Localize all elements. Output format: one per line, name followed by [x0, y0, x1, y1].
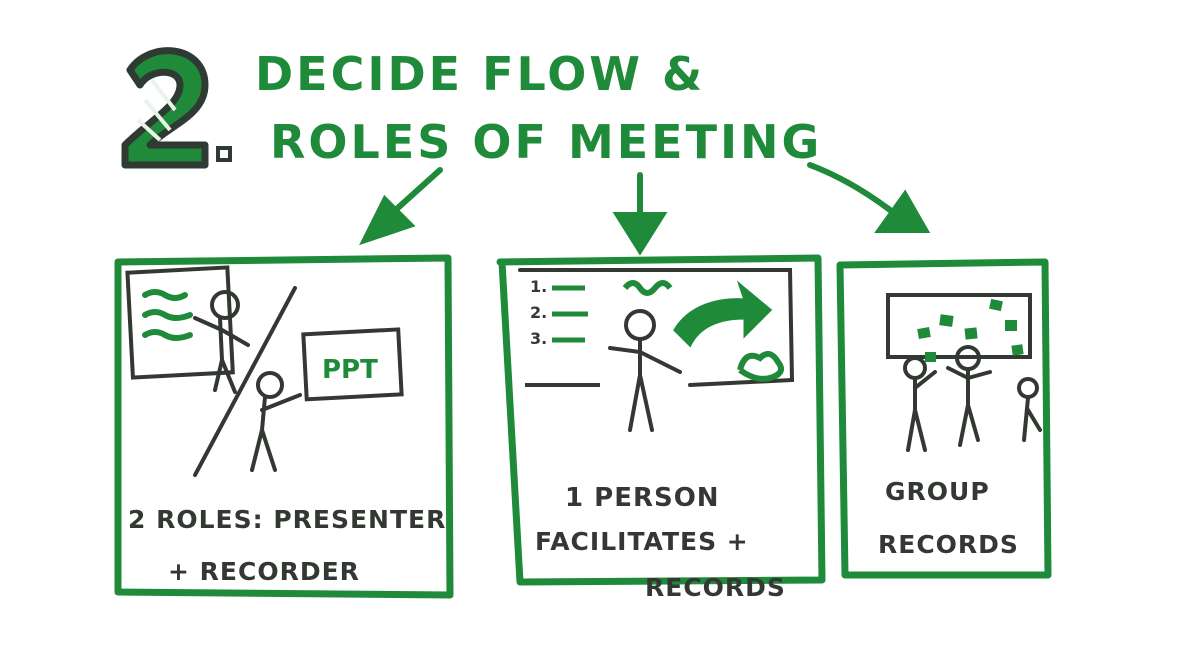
panel-middle-caption-3: RECORDS [645, 573, 786, 602]
presenter-body [193, 316, 250, 394]
green-cloud [737, 350, 785, 382]
panel-right-illustration [886, 293, 1042, 452]
big-green-arrow [673, 280, 773, 348]
middle-scribble [622, 280, 673, 296]
panel-right-frame [836, 258, 1052, 579]
ppt-label: PPT [322, 355, 378, 385]
recorder-head [256, 371, 284, 399]
step-number-dot [216, 146, 232, 162]
board-frame [518, 268, 795, 387]
board-scribbles [142, 289, 193, 341]
panel-middle-caption-2: FACILITATES + [535, 527, 749, 556]
panel-middle-frame [496, 254, 826, 586]
presenter-head [210, 290, 240, 320]
list-marker-2: 2. [530, 303, 547, 322]
divider-line [193, 286, 297, 477]
panel-left-caption-2: + RECORDER [168, 557, 360, 586]
arrow-right [807, 162, 931, 233]
whiteboard-left [125, 265, 235, 380]
facilitator-head [624, 309, 656, 341]
panel-left-illustration [125, 265, 404, 477]
panel-left-frame [114, 254, 454, 599]
list-marker-1: 1. [530, 277, 547, 296]
step-number [121, 47, 232, 169]
facilitator-body [608, 338, 682, 432]
panel-right-caption-2: RECORDS [878, 530, 1019, 559]
panel-middle-caption-1: 1 PERSON [565, 483, 720, 513]
list-marker-3: 3. [530, 329, 547, 348]
title-line-1: DECIDE FLOW & [255, 47, 705, 101]
panel-middle-illustration [518, 268, 795, 432]
ppt-screen [301, 327, 404, 402]
panel-left-caption-1: 2 ROLES: PRESENTER [128, 505, 446, 534]
middle-list: 1. 2. 3. [530, 277, 588, 348]
panel-right-caption-1: GROUP [885, 477, 990, 506]
sticky-notes [917, 298, 1024, 362]
recorder-body [250, 393, 302, 472]
title-line-2: ROLES OF MEETING [270, 115, 822, 169]
arrow-middle [612, 172, 668, 256]
arrow-left [359, 167, 443, 246]
